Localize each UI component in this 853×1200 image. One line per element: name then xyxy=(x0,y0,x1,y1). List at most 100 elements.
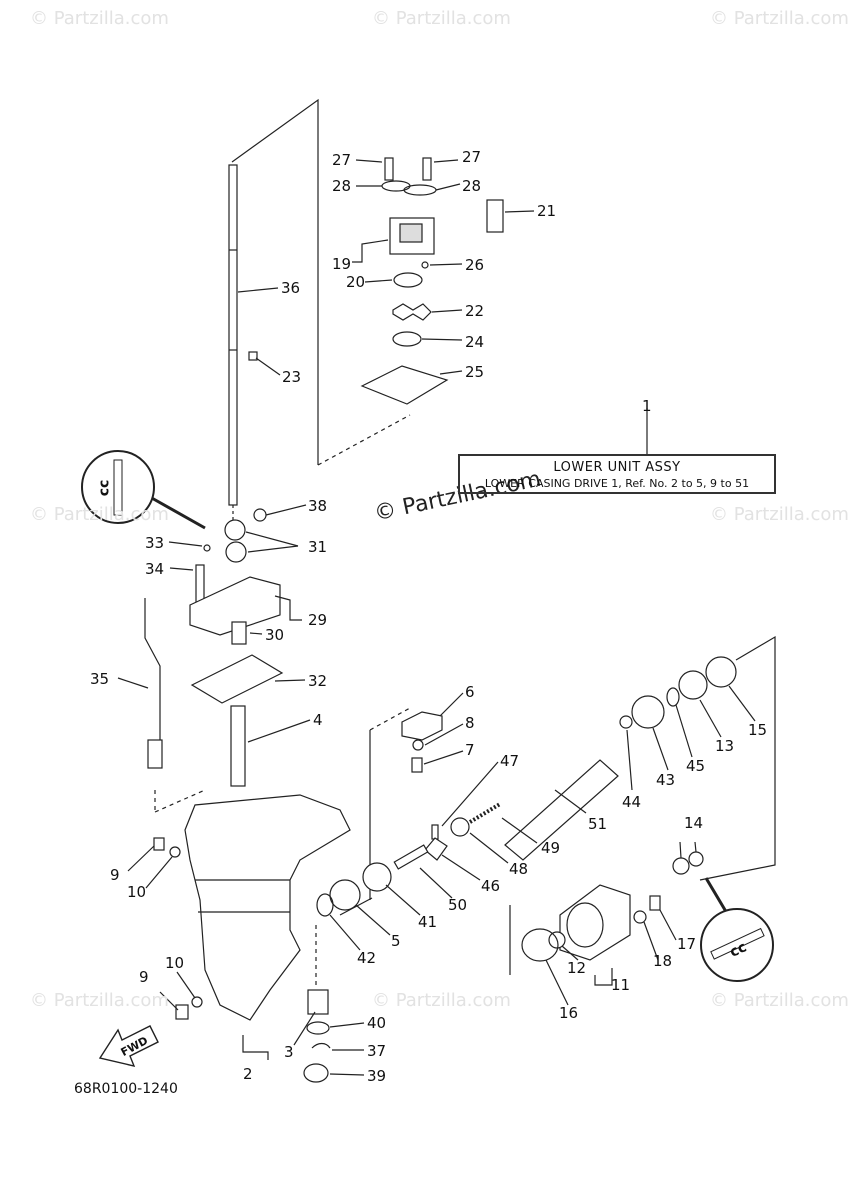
lower-casing-2 xyxy=(184,794,351,1021)
callout-15[interactable]: 15 xyxy=(748,721,768,739)
callout-9[interactable]: 9 xyxy=(110,866,120,884)
callout-8[interactable]: 8 xyxy=(465,714,475,732)
plate-25 xyxy=(360,365,449,405)
ring-48 xyxy=(450,817,470,837)
callout-45[interactable]: 45 xyxy=(686,757,706,775)
watermark: © Partzilla.com xyxy=(372,990,511,1011)
callout-18[interactable]: 18 xyxy=(653,952,673,970)
watermark: © Partzilla.com xyxy=(710,8,849,29)
watermark: © Partzilla.com xyxy=(30,990,169,1011)
washer-38 xyxy=(253,508,267,522)
tube-21 xyxy=(486,199,504,233)
callout-49[interactable]: 49 xyxy=(541,839,561,857)
callout-14[interactable]: 14 xyxy=(684,814,704,832)
washer-10b xyxy=(191,996,203,1008)
housing-29 xyxy=(189,576,281,636)
callout-27[interactable]: 27 xyxy=(462,148,482,166)
callout-40[interactable]: 40 xyxy=(367,1014,387,1032)
gasket-28a xyxy=(381,180,411,192)
callout-41[interactable]: 41 xyxy=(418,913,438,931)
bearing-5 xyxy=(329,879,361,911)
washer-8 xyxy=(412,739,424,751)
propeller-shaft-51 xyxy=(504,759,619,861)
callout-26[interactable]: 26 xyxy=(465,256,485,274)
callout-28[interactable]: 28 xyxy=(332,177,352,195)
callout-16[interactable]: 16 xyxy=(559,1004,579,1022)
callout-32[interactable]: 32 xyxy=(308,672,328,690)
callout-10[interactable]: 10 xyxy=(127,883,147,901)
callout-31[interactable]: 31 xyxy=(308,538,328,556)
callout-51[interactable]: 51 xyxy=(588,815,608,833)
callout-27[interactable]: 27 xyxy=(332,151,352,169)
callout-7[interactable]: 7 xyxy=(465,741,475,759)
bolt-27a xyxy=(384,157,394,181)
callout-21[interactable]: 21 xyxy=(537,202,557,220)
callout-43[interactable]: 43 xyxy=(656,771,676,789)
callout-39[interactable]: 39 xyxy=(367,1067,387,1085)
bolt-27b xyxy=(422,157,432,181)
callout-17[interactable]: 17 xyxy=(677,935,697,953)
ring-33 xyxy=(203,544,211,552)
callout-23[interactable]: 23 xyxy=(282,368,302,386)
callout-30[interactable]: 30 xyxy=(265,626,285,644)
callout-6[interactable]: 6 xyxy=(465,683,475,701)
callout-12[interactable]: 12 xyxy=(567,959,587,977)
spring-49 xyxy=(468,802,502,824)
bushing-14b xyxy=(688,851,704,867)
o-ring-16 xyxy=(521,928,559,962)
callout-29[interactable]: 29 xyxy=(308,611,328,629)
callout-10[interactable]: 10 xyxy=(165,954,185,972)
watermark: © Partzilla.com xyxy=(30,8,169,29)
callout-35[interactable]: 35 xyxy=(90,670,110,688)
assembly-ref-1[interactable]: 1 xyxy=(642,397,652,415)
drawing-code: 68R0100-1240 xyxy=(74,1081,178,1097)
watermark: © Partzilla.com xyxy=(710,990,849,1011)
assembly-subtitle: LOWER CASING DRIVE 1, Ref. No. 2 to 5, 9… xyxy=(484,477,750,490)
callout-20[interactable]: 20 xyxy=(346,273,366,291)
washer-10a xyxy=(169,846,181,858)
o-ring-15 xyxy=(705,656,737,688)
callout-11[interactable]: 11 xyxy=(611,976,631,994)
pin-50 xyxy=(393,844,429,870)
callout-13[interactable]: 13 xyxy=(715,737,735,755)
callout-28[interactable]: 28 xyxy=(462,177,482,195)
assembly-title-box: LOWER UNIT ASSY LOWER CASING DRIVE 1, Re… xyxy=(458,454,776,494)
bolt-17 xyxy=(649,895,661,911)
insert-20 xyxy=(393,272,423,288)
callout-3[interactable]: 3 xyxy=(284,1043,294,1061)
callout-19[interactable]: 19 xyxy=(332,255,352,273)
callout-42[interactable]: 42 xyxy=(357,949,377,967)
callout-9[interactable]: 9 xyxy=(139,968,149,986)
callout-38[interactable]: 38 xyxy=(308,497,328,515)
callout-5[interactable]: 5 xyxy=(391,932,401,950)
bearing-13 xyxy=(678,670,708,700)
water-tube-4 xyxy=(230,705,246,787)
callout-44[interactable]: 44 xyxy=(622,793,642,811)
callout-46[interactable]: 46 xyxy=(481,877,501,895)
pin-47 xyxy=(431,824,439,840)
drive-shaft-36 xyxy=(228,164,238,506)
watermark: © Partzilla.com xyxy=(710,504,849,525)
callout-50[interactable]: 50 xyxy=(448,896,468,914)
callout-4[interactable]: 4 xyxy=(313,711,323,729)
callout-47[interactable]: 47 xyxy=(500,752,520,770)
callout-36[interactable]: 36 xyxy=(281,279,301,297)
fwd-arrow-icon xyxy=(98,1025,159,1067)
screw-7 xyxy=(411,757,423,773)
callout-2[interactable]: 2 xyxy=(243,1065,253,1083)
callout-48[interactable]: 48 xyxy=(509,860,529,878)
bolt-9a xyxy=(153,837,165,851)
bushing-14a xyxy=(672,857,690,875)
pin-37 xyxy=(311,1042,331,1049)
callout-33[interactable]: 33 xyxy=(145,534,165,552)
callout-24[interactable]: 24 xyxy=(465,333,485,351)
impeller-22 xyxy=(392,303,432,321)
washer-44 xyxy=(619,715,633,729)
callout-22[interactable]: 22 xyxy=(465,302,485,320)
watermark: © Partzilla.com xyxy=(372,8,511,29)
callout-34[interactable]: 34 xyxy=(145,560,165,578)
callout-25[interactable]: 25 xyxy=(465,363,485,381)
callout-37[interactable]: 37 xyxy=(367,1042,387,1060)
gasket-28b xyxy=(403,184,437,196)
